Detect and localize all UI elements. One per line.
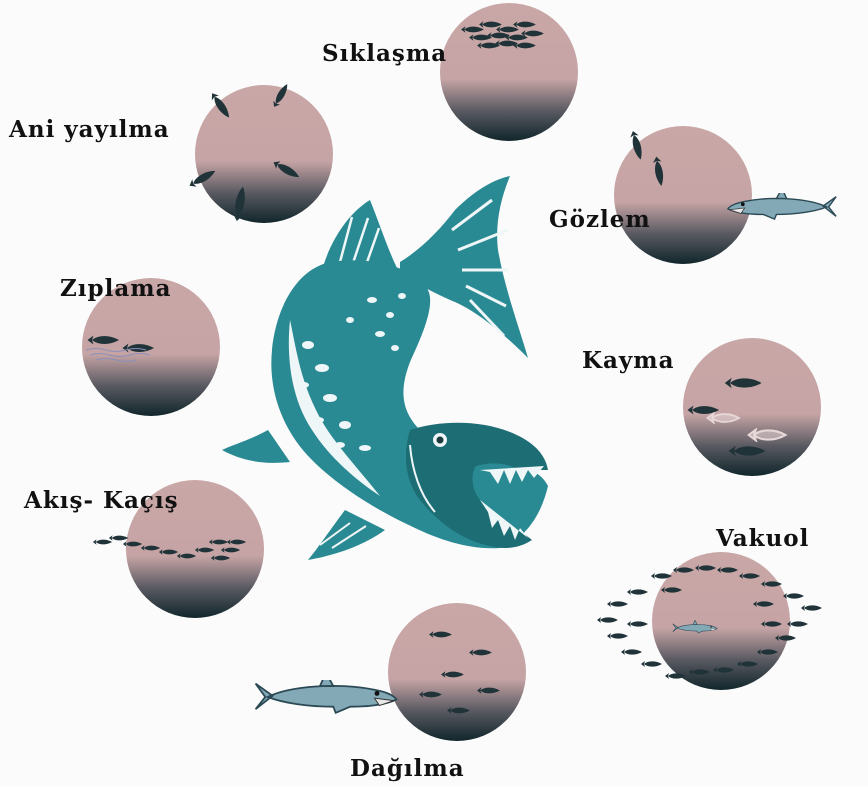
label-ziplama: Zıplama [60,277,172,300]
circle-siklasma [440,3,578,141]
circle-vakuol [597,552,822,690]
label-dagilma: Dağılma [350,757,465,780]
circle-kayma [683,338,821,476]
pike-illustration [222,176,548,560]
circle-ani-yayilma [187,82,333,223]
circle-gozlem [614,126,836,264]
label-ani-yayilma: Ani yayılma [9,118,170,141]
label-siklasma: Sıklaşma [322,42,447,65]
label-vakuol: Vakuol [716,527,809,550]
label-gozlem: Gözlem [549,208,651,231]
circle-dagilma [256,603,526,741]
label-akis-kacis: Akış- Kaçış [24,489,179,512]
label-kayma: Kayma [582,349,675,372]
